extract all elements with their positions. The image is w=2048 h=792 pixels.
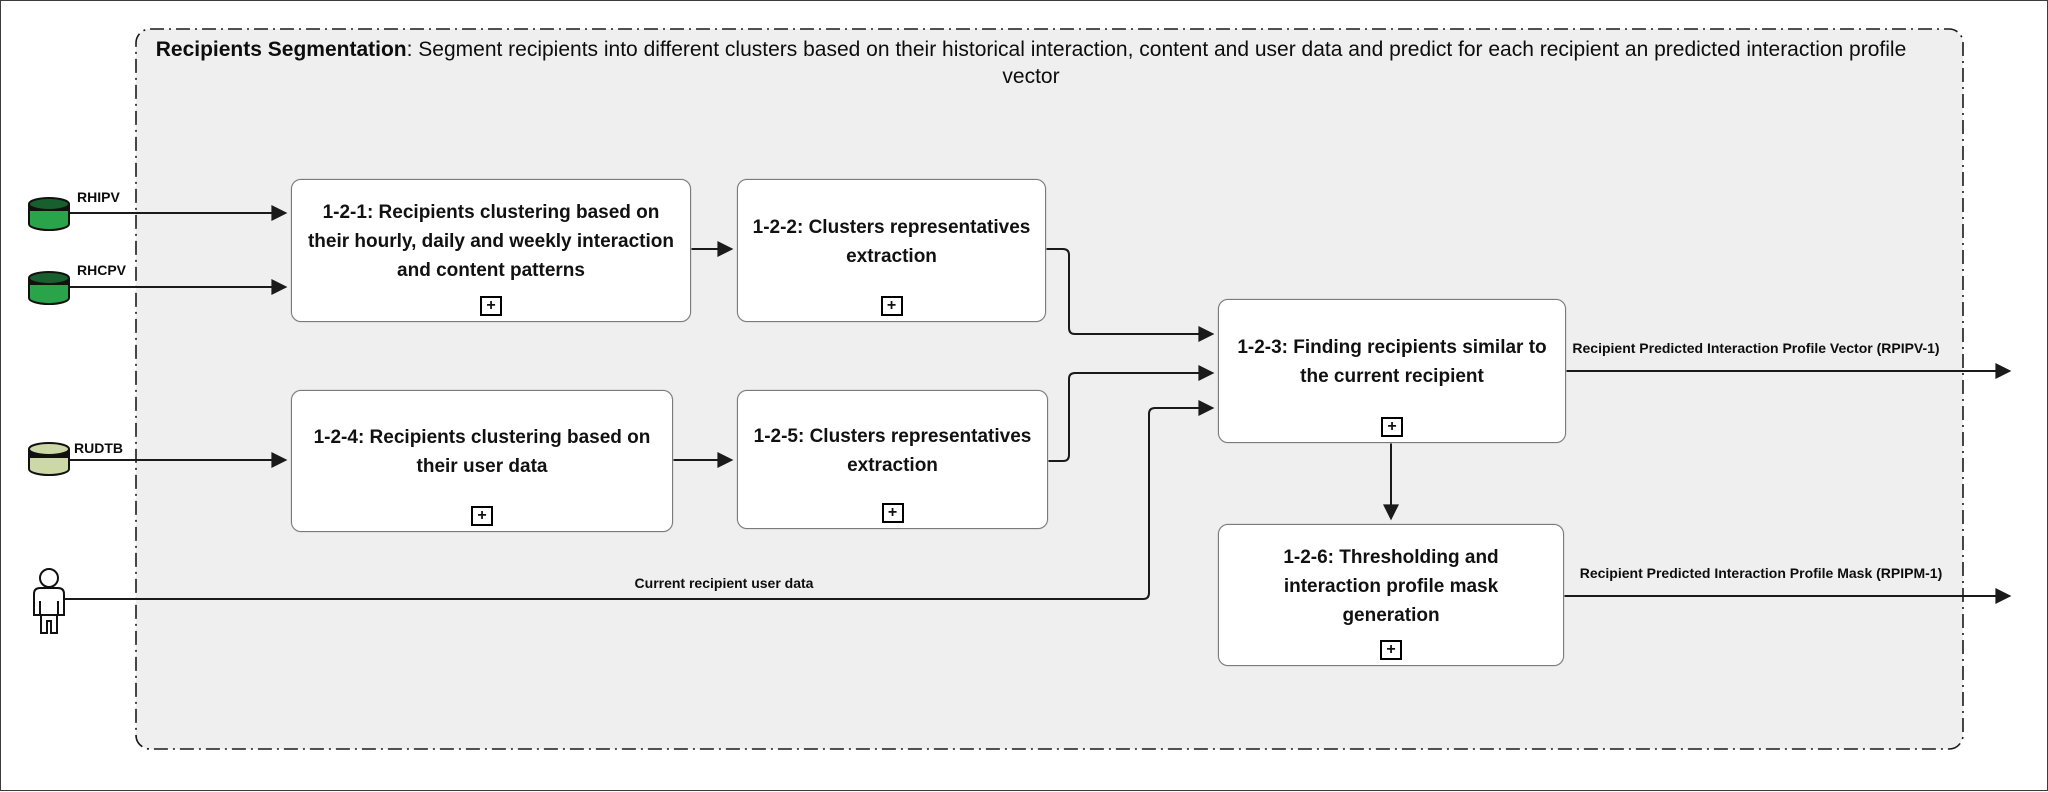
database-icon-rhcpv-top [28, 271, 70, 285]
edge-125-to-123 [1048, 365, 1215, 462]
process-box-1-2-3-label: 1-2-3: Finding recipients similar to the… [1237, 337, 1547, 387]
expand-icon[interactable]: + [1380, 640, 1402, 660]
datastore-label-rudtb: RUDTB [74, 440, 123, 456]
database-icon-rhcpv [28, 271, 70, 305]
edge-actor-to-123 [64, 400, 1215, 600]
process-box-1-2-6[interactable]: 1-2-6: Thresholding and interaction prof… [1218, 524, 1564, 666]
actor-edge-label: Current recipient user data [634, 575, 814, 591]
edge-122-to-123 [1046, 248, 1215, 342]
process-box-1-2-3[interactable]: 1-2-3: Finding recipients similar to the… [1218, 299, 1566, 443]
diagram-title-term: Recipients Segmentation [155, 38, 407, 61]
diagram-title: Recipients Segmentation: Segment recipie… [151, 37, 1911, 91]
datastore-label-rhipv: RHIPV [77, 189, 120, 205]
process-box-1-2-5-label: 1-2-5: Clusters representatives extracti… [753, 425, 1032, 476]
expand-icon[interactable]: + [880, 296, 903, 316]
process-box-1-2-2[interactable]: 1-2-2: Clusters representatives extracti… [737, 179, 1046, 322]
expand-icon[interactable]: + [1381, 417, 1403, 437]
diagram-title-description: : Segment recipients into different clus… [406, 38, 1907, 88]
process-box-1-2-1-label: 1-2-1: Recipients clustering based on th… [307, 202, 675, 281]
output-label-rpipm: Recipient Predicted Interaction Profile … [1579, 565, 1943, 581]
person-icon [33, 568, 65, 634]
database-icon-rudtb [28, 442, 70, 476]
database-icon-rudtb-top [28, 442, 70, 456]
process-box-1-2-6-label: 1-2-6: Thresholding and interaction prof… [1283, 546, 1499, 626]
process-box-1-2-4[interactable]: 1-2-4: Recipients clustering based on th… [291, 390, 673, 532]
process-box-1-2-2-label: 1-2-2: Clusters representatives extracti… [752, 216, 1031, 267]
datastore-label-rhcpv: RHCPV [77, 262, 127, 278]
process-box-1-2-5[interactable]: 1-2-5: Clusters representatives extracti… [737, 390, 1048, 529]
expand-icon[interactable]: + [480, 296, 502, 316]
expand-icon[interactable]: + [881, 503, 904, 523]
database-icon-rhipv-top [28, 197, 70, 211]
process-box-1-2-1[interactable]: 1-2-1: Recipients clustering based on th… [291, 179, 691, 322]
process-box-1-2-4-label: 1-2-4: Recipients clustering based on th… [313, 427, 651, 477]
database-icon-rhipv [28, 197, 70, 231]
segmentation-group-border [135, 28, 1964, 750]
expand-icon[interactable]: + [471, 506, 493, 526]
output-label-rpipv: Recipient Predicted Interaction Profile … [1572, 340, 1940, 356]
